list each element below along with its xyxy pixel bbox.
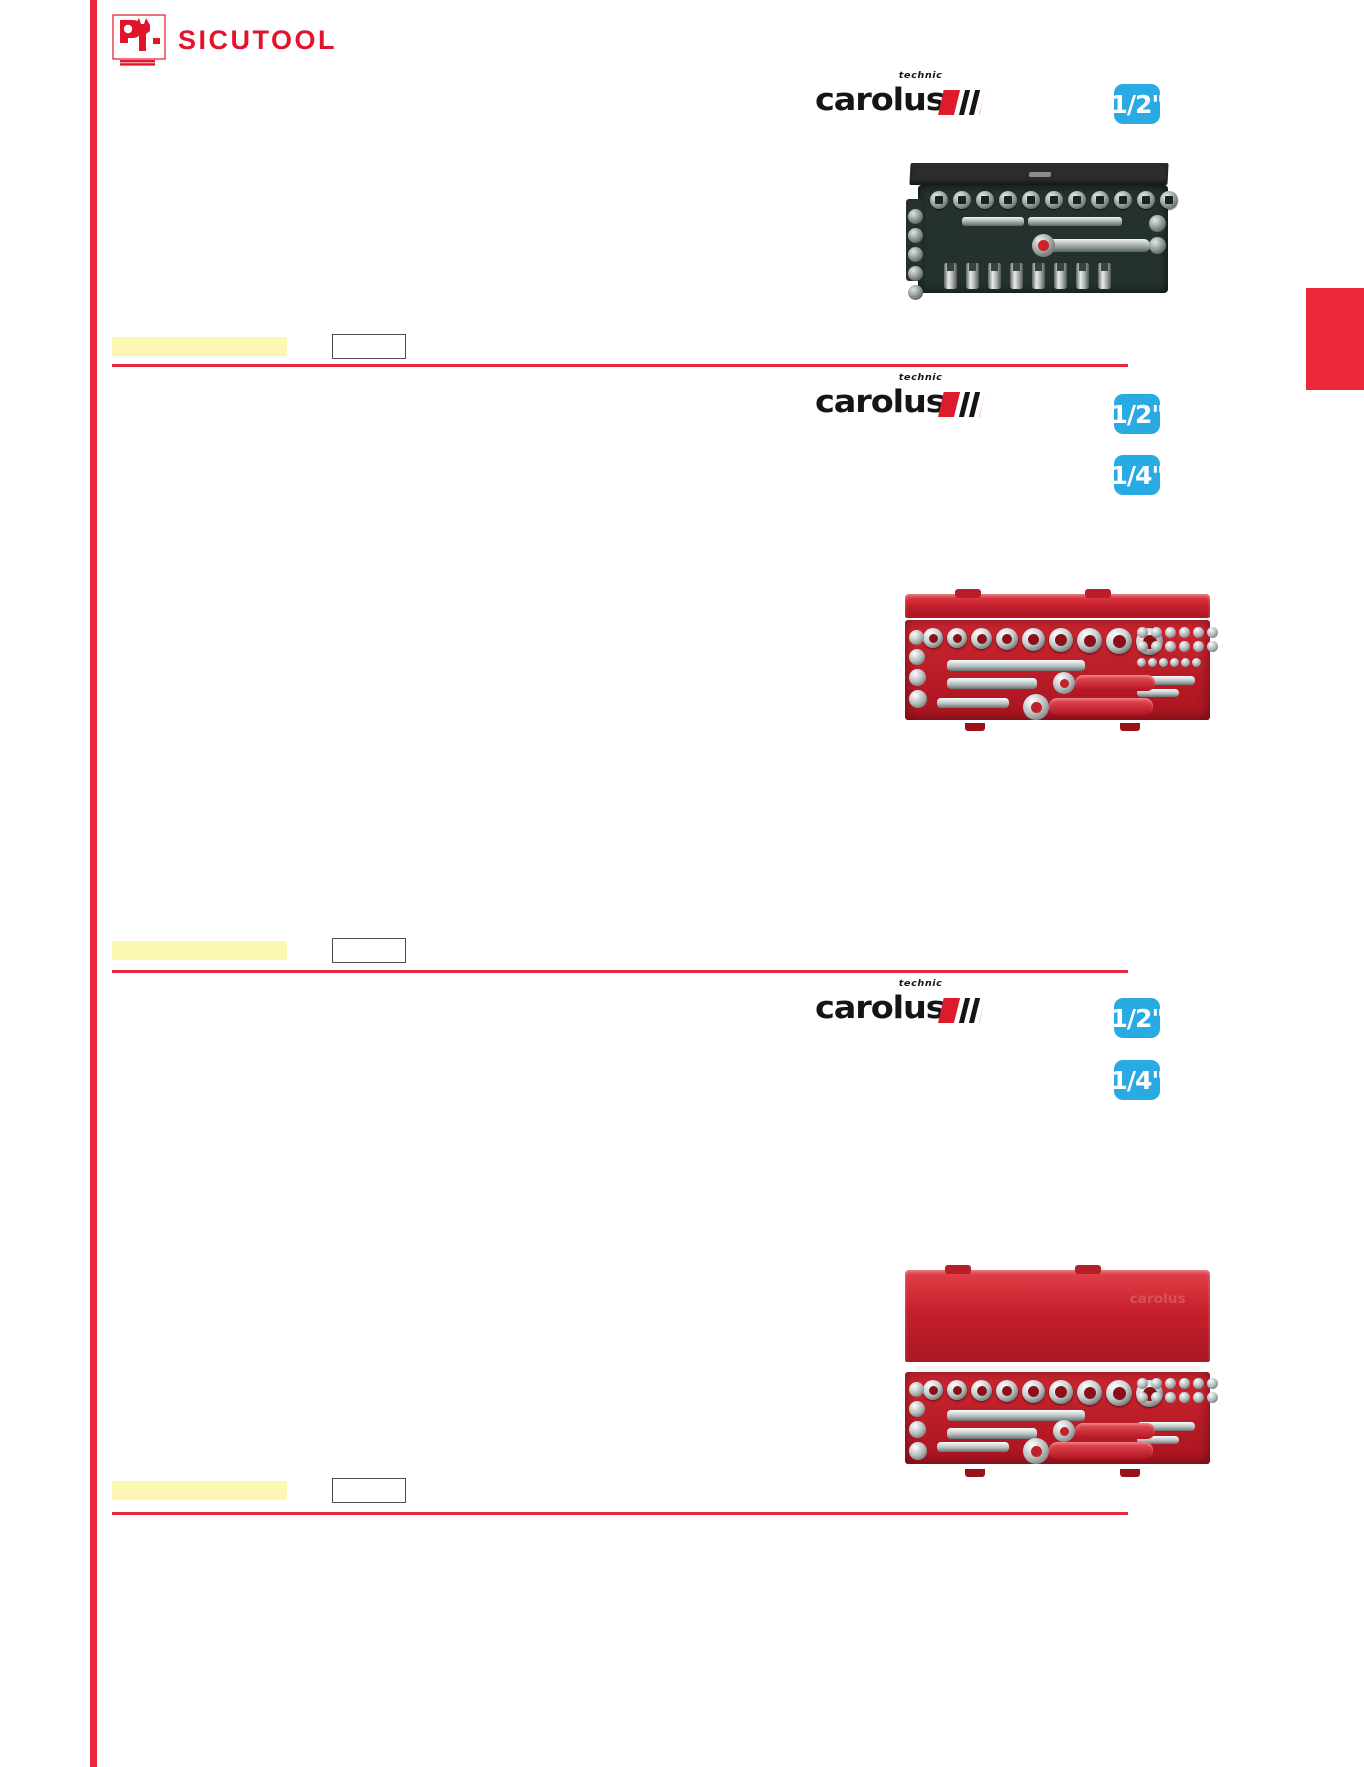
price-highlight-bar-1 xyxy=(112,337,287,356)
price-row-3 xyxy=(112,1478,406,1503)
carolus-technic-label-3: technic xyxy=(898,979,943,989)
case-lid-brand-3: carolus xyxy=(1129,1292,1186,1307)
price-row-2 xyxy=(112,938,406,963)
product-photo-3: carolus xyxy=(905,1265,1218,1477)
carolus-flag-icon-1 xyxy=(938,90,986,115)
left-margin-rule xyxy=(90,0,97,1767)
carolus-flag-icon-2 xyxy=(938,392,986,417)
price-highlight-bar-3 xyxy=(112,1481,287,1500)
drive-badge-2-half: 1/2" xyxy=(1111,394,1164,434)
carolus-technic-label-1: technic xyxy=(898,71,943,81)
carolus-flag-icon-3 xyxy=(938,998,986,1023)
right-index-tab[interactable] xyxy=(1306,288,1364,390)
section-divider-1 xyxy=(112,364,1128,367)
section-divider-3 xyxy=(112,1512,1128,1515)
drive-badge-3-half: 1/2" xyxy=(1111,998,1164,1038)
product-photo-1 xyxy=(898,163,1178,300)
order-code-box-2[interactable] xyxy=(332,938,406,963)
price-row-1 xyxy=(112,334,406,359)
sicutool-wrench-logo-icon xyxy=(112,14,166,66)
drive-badge-2-quarter: 1/4" xyxy=(1111,455,1164,495)
section-divider-2 xyxy=(112,970,1128,973)
carolus-technic-label-2: technic xyxy=(898,373,943,383)
drive-badge-3-quarter: 1/4" xyxy=(1111,1060,1164,1100)
drive-badge-1-half: 1/2" xyxy=(1111,84,1164,124)
price-highlight-bar-2 xyxy=(112,941,287,960)
product-photo-2 xyxy=(905,589,1218,731)
sicutool-wordmark: SICUTOOL xyxy=(178,24,338,55)
order-code-box-3[interactable] xyxy=(332,1478,406,1503)
order-code-box-1[interactable] xyxy=(332,334,406,359)
sicutool-logo: SICUTOOL xyxy=(112,14,337,66)
